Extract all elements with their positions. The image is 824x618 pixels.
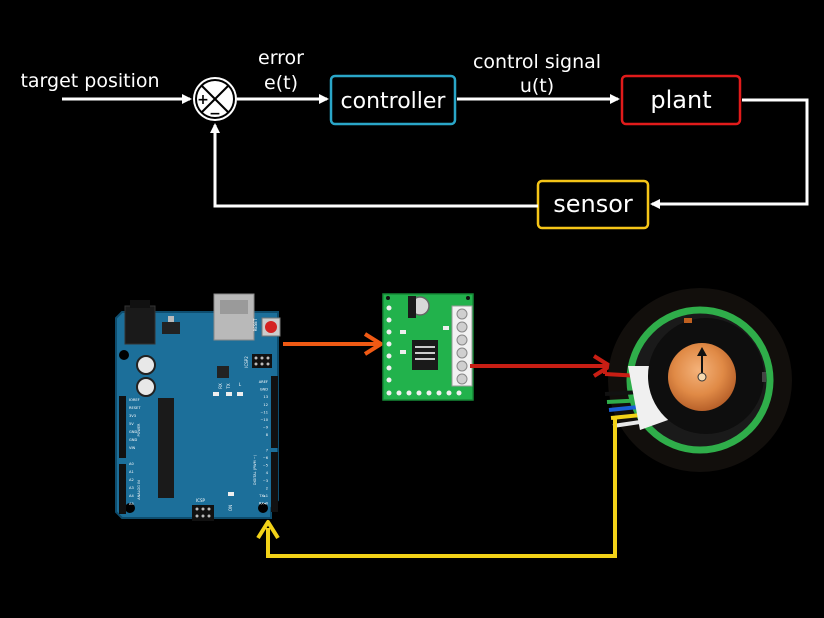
hardware-illustration: RESET ICSP2 TX RX L ICSP [115,288,792,558]
pin-label: VIN [129,446,136,450]
pin-label: 3V3 [129,414,136,418]
motor-power-wire [470,364,607,374]
pin-label: AREF [259,380,268,384]
pin-label: RX◂0 [259,502,269,506]
svg-text:RX: RX [218,383,223,389]
pin-label: A1 [129,470,134,474]
pin-label: A4 [129,494,134,498]
svg-text:DIGITAL (PWM ~): DIGITAL (PWM ~) [253,454,257,485]
left-pin-header [119,464,126,514]
svg-text:ANALOG IN: ANALOG IN [137,480,141,500]
feedback-line [210,123,538,208]
control-signal-symbol: u(t) [520,75,554,97]
svg-text:TX: TX [226,383,231,389]
icsp2-header: ICSP2 [244,354,272,368]
left-pin-header [119,396,126,458]
reset-label: RESET [253,318,258,331]
capacitor [136,355,156,375]
sensor-label: sensor [553,190,633,218]
controller-block [329,74,457,126]
pin-label: 13 [263,395,268,399]
pin-label: A2 [129,478,134,482]
pin-label: A5 [129,502,134,506]
right-pin-header [271,452,278,512]
svg-text:POWER: POWER [137,423,141,437]
error-label: error [258,47,304,69]
pin-label: 2 [266,486,268,490]
svg-text:L: L [239,382,242,387]
pin-label: ~9 [263,426,269,430]
plant-block [620,74,742,126]
block-diagram: target position + − error e(t) controlle… [20,47,809,230]
controller-label: controller [341,89,447,114]
pin-label: GND [260,388,268,392]
right-pin-header [271,376,278,448]
pin-label: ~11 [260,410,268,414]
pin-label: TX▸1 [258,494,268,498]
microcontroller-chip [158,398,174,498]
control-wire-arrowhead [363,332,383,356]
error-symbol: e(t) [264,72,298,94]
plant-label: plant [650,86,711,114]
control-signal-label: control signal [473,51,601,73]
motor-driver-board [382,293,474,401]
screw-terminals [451,305,473,387]
pin-label: 4 [266,471,269,475]
summing-junction: + − [193,77,237,122]
pin-label: 7 [266,448,268,452]
pin-label: 12 [263,403,268,407]
svg-text:ICSP: ICSP [196,498,206,503]
power-jack [124,305,156,345]
pin-label: ~6 [263,456,269,460]
feedback-wire-arrowhead [256,520,280,540]
svg-text:ON: ON [228,505,233,511]
icsp-header: ICSP [192,498,214,521]
svg-text:ICSP2: ICSP2 [244,356,249,368]
driver-chip [412,340,438,370]
feedback-wire [266,418,617,558]
pin-label: 8 [266,433,269,437]
pin-label: A0 [129,462,134,466]
pin-label: RESET [129,406,141,410]
plus-sign: + [197,92,209,108]
motor-with-encoder [604,288,792,472]
right-pin-labels: AREF GND 13 12 ~11 ~10 ~9 8 7 ~6 ~5 4 ~3 2TX▸1RX◂0 [258,380,268,506]
arduino-board: RESET ICSP2 TX RX L ICSP [115,293,281,521]
pin-label: 5V [129,422,134,426]
pin-label: GND [129,438,137,442]
pin-label: A3 [129,486,134,490]
minus-sign: − [209,106,221,122]
plant-output-line [650,98,809,209]
pin-label: GND [129,430,137,434]
pin-label: ~3 [263,479,268,483]
pin-label: IOREF [129,398,140,402]
pin-label: ~5 [263,464,268,468]
capacitor [136,377,156,397]
target-position-label: target position [20,70,159,92]
pin-label: ~10 [260,418,268,422]
